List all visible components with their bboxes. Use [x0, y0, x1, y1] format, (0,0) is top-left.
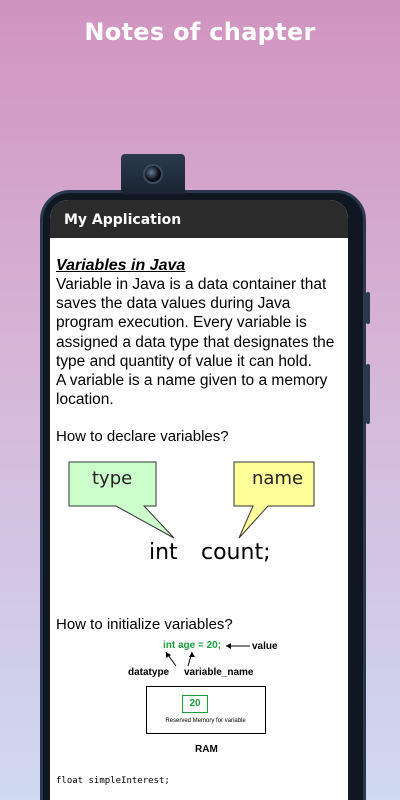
camera-lens-icon: [143, 164, 163, 184]
notes-content[interactable]: Variables in Java Variable in Java is a …: [50, 238, 348, 776]
code-snippet: float simpleInterest;: [56, 776, 170, 786]
memory-box: 20 Reserved Memory for variable: [146, 686, 266, 735]
banner-title: Notes of chapter: [84, 18, 316, 46]
memory-caption: Reserved Memory for variable: [165, 718, 246, 725]
popup-camera: [121, 154, 185, 194]
code-name: count;: [201, 540, 271, 566]
initialize-diagram: int age = 20; value datatype variable_na…: [56, 636, 342, 776]
name-bubble: [233, 461, 315, 539]
code-type: int: [149, 540, 178, 566]
initialize-question: How to initialize variables?: [56, 616, 233, 634]
value-label: value: [252, 641, 278, 653]
memory-value: 20: [182, 695, 208, 714]
variable-name-label: variable_name: [184, 667, 254, 679]
type-label: type: [92, 468, 133, 490]
power-button: [366, 364, 370, 424]
datatype-label: datatype: [128, 667, 170, 679]
section-title: Variables in Java: [56, 257, 186, 274]
volume-button: [366, 292, 370, 324]
name-label: name: [252, 468, 304, 490]
ram-label: RAM: [195, 744, 218, 756]
declare-diagram: type name int count;: [56, 454, 342, 606]
init-code: int age = 20;: [163, 640, 222, 652]
phone-screen: My Application Variables in Java Variabl…: [50, 200, 348, 800]
definition-paragraph: Variable in Java is a data container tha…: [56, 276, 335, 370]
type-bubble: [68, 461, 175, 539]
app-bar-title: My Application: [64, 212, 182, 228]
memory-paragraph: A variable is a name given to a memory l…: [56, 372, 328, 409]
declare-question: How to declare variables?: [56, 428, 229, 446]
app-bar: My Application: [50, 200, 348, 238]
